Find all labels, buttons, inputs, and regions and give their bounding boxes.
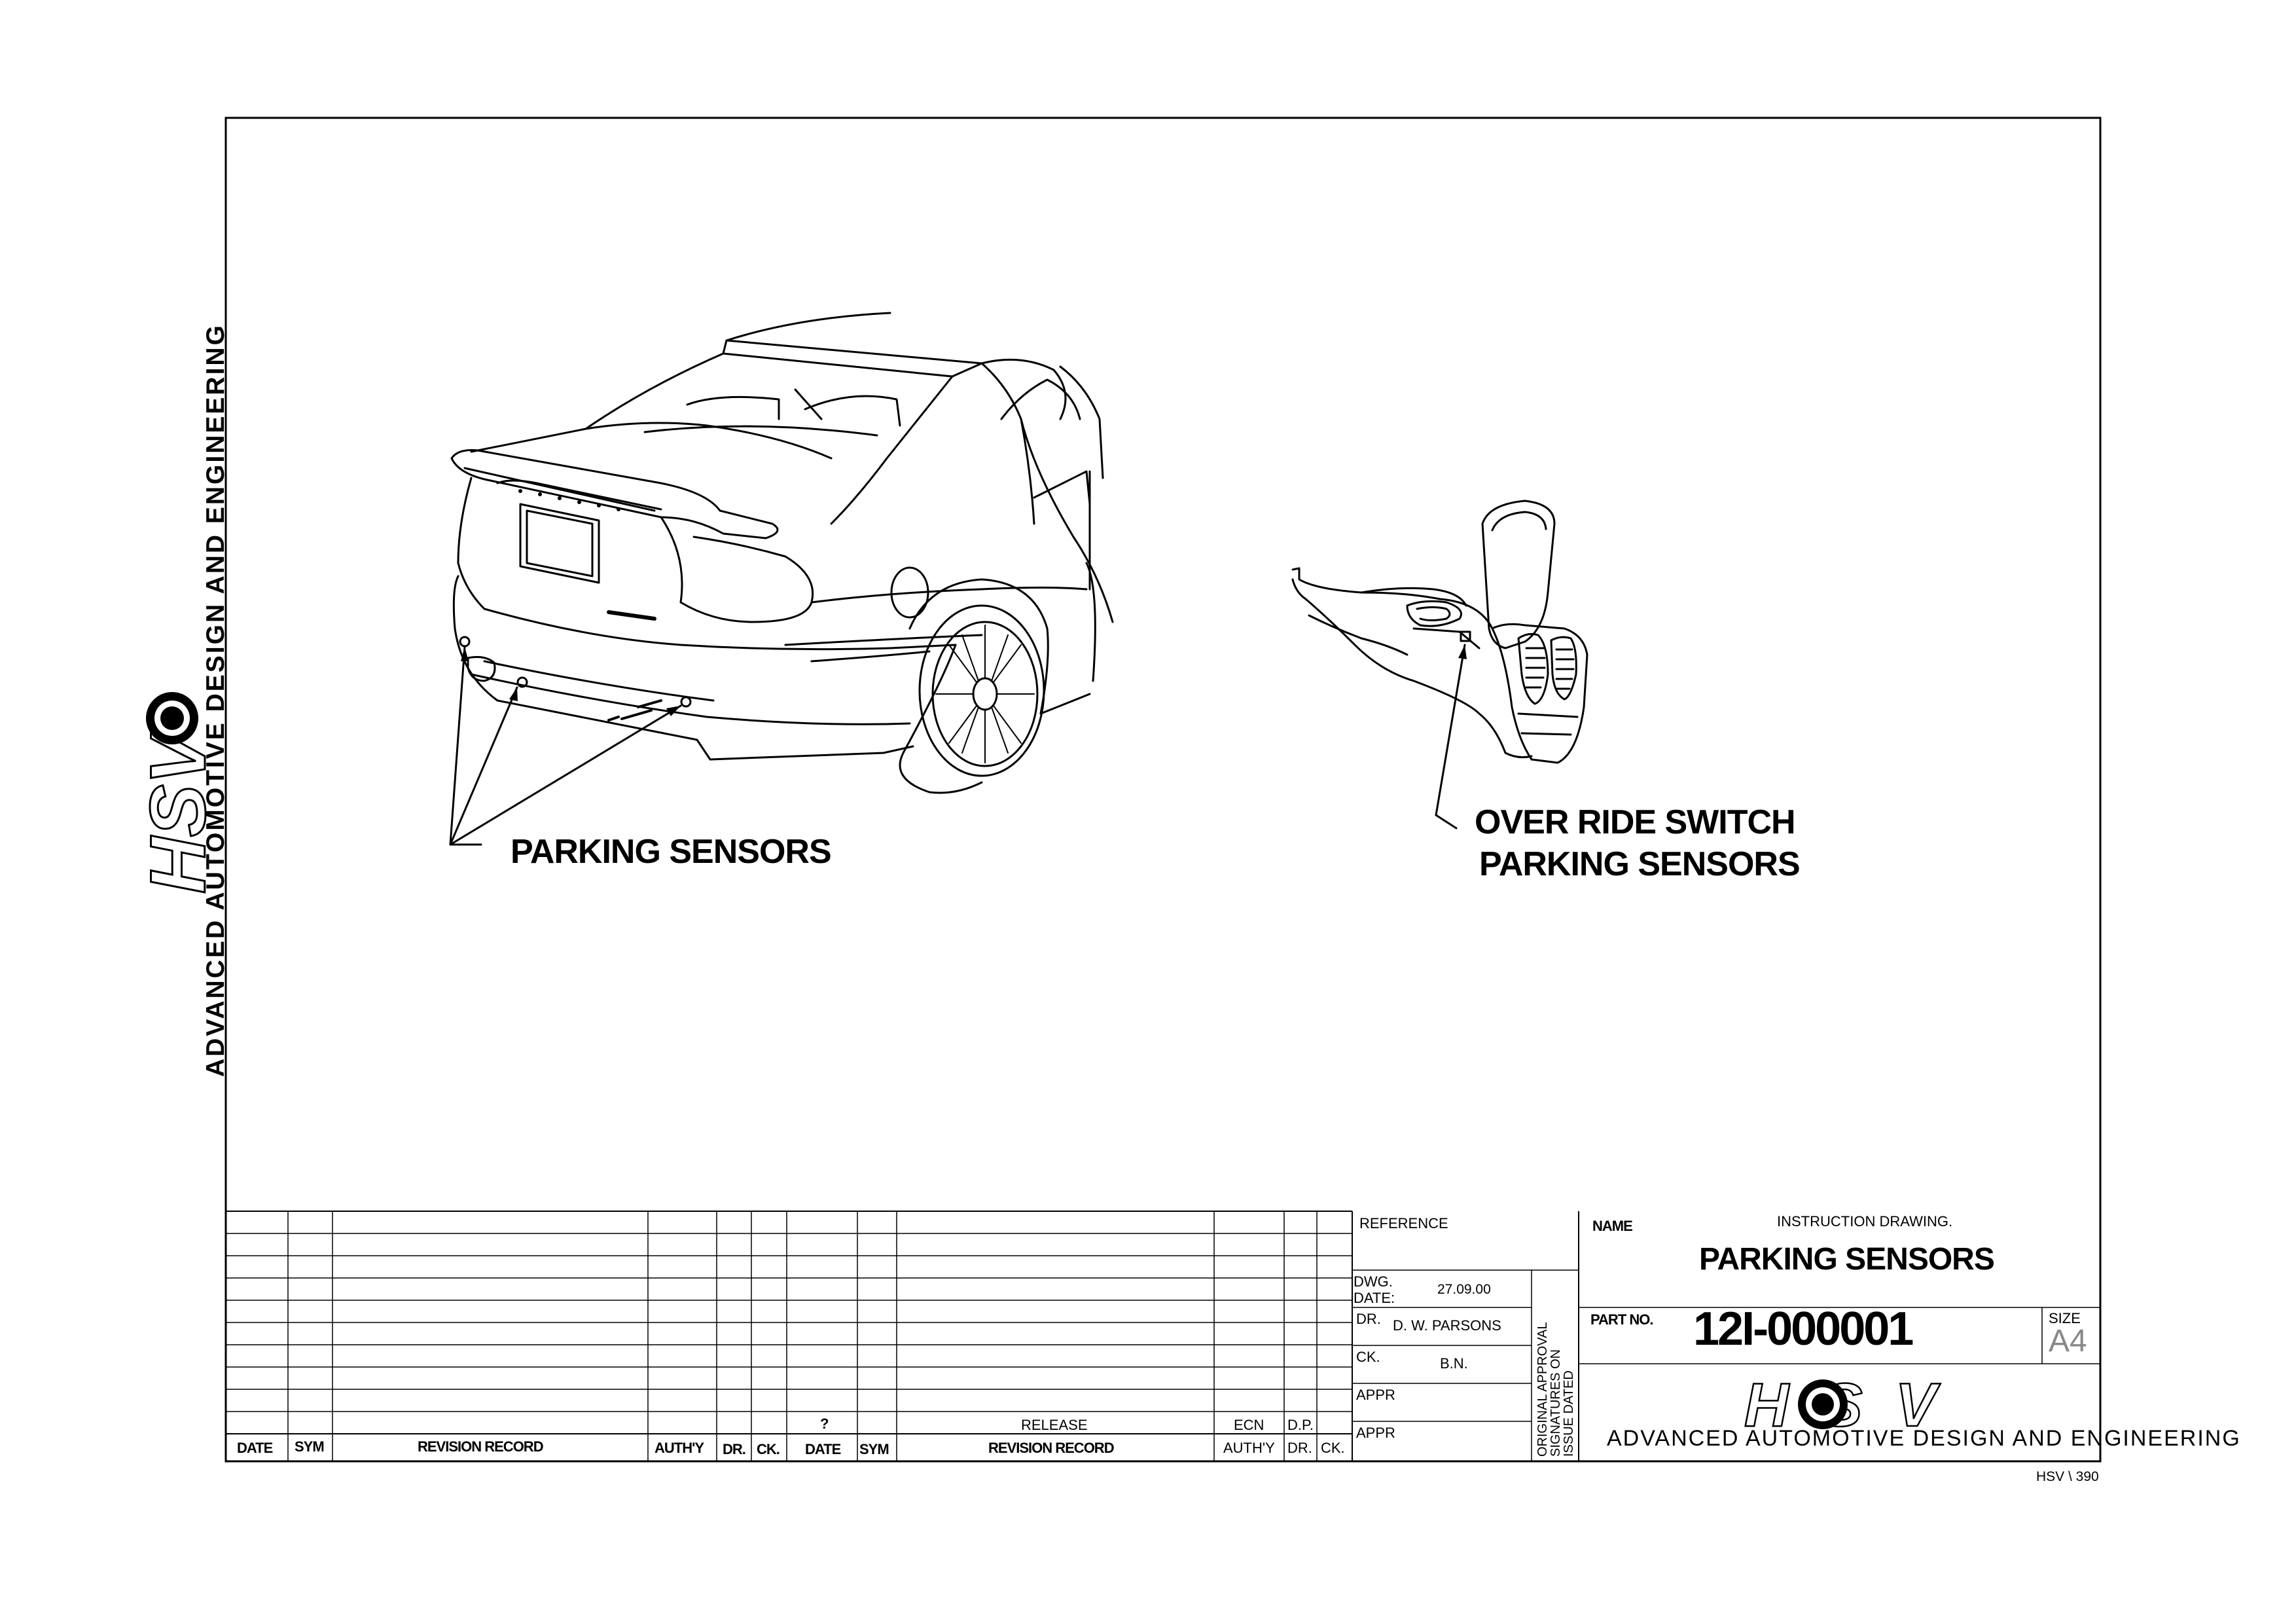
svg-text:ORIGINAL APPROVAL: ORIGINAL APPROVAL [1535, 1322, 1550, 1457]
rev-header-ck: CK. [757, 1441, 780, 1457]
side-logo-emblem [146, 692, 198, 744]
appr-label-1: APPR [1356, 1387, 1395, 1403]
rev-header-dr-2: DR. [1287, 1440, 1312, 1456]
title-block-logo: HSV [1744, 1370, 1937, 1440]
trunk-badge-dots [518, 489, 620, 511]
svg-text:ISSUE DATED: ISSUE DATED [1562, 1370, 1576, 1457]
side-banner-company: ADVANCED AUTOMOTIVE DESIGN AND ENGINEERI… [202, 323, 230, 1077]
svg-text:SIGNATURES ON: SIGNATURES ON [1549, 1349, 1563, 1457]
rev-question-mark: ? [820, 1415, 829, 1432]
approval-vertical-note: ORIGINAL APPROVAL SIGNATURES ON ISSUE DA… [1535, 1322, 1576, 1457]
ck-label: CK. [1356, 1349, 1380, 1365]
name-label: NAME [1592, 1218, 1633, 1234]
side-logo-text: HSV [134, 726, 222, 894]
title-block-company: ADVANCED AUTOMOTIVE DESIGN AND ENGINEERI… [1607, 1426, 2241, 1451]
reference-label: REFERENCE [1359, 1215, 1448, 1231]
part-no-label: PART NO. [1590, 1311, 1653, 1328]
rev-header-dr: DR. [723, 1441, 746, 1457]
rev-header-authy-2: AUTH'Y [1223, 1440, 1275, 1456]
override-switch [1460, 630, 1471, 642]
ck-value: B.N. [1440, 1355, 1468, 1372]
callout-override-parking-sensors: PARKING SENSORS [1479, 845, 1801, 883]
drawing-title: PARKING SENSORS [1699, 1242, 1995, 1277]
parking-sensor-leaders [449, 646, 682, 846]
rev-header-date: DATE [237, 1440, 273, 1456]
sheet-reference: HSV \ 390 [2036, 1469, 2099, 1484]
rev-header-date-2: DATE [805, 1441, 841, 1457]
rev-header-revision-record-2: REVISION RECORD [988, 1440, 1115, 1456]
drawing-border [224, 117, 2102, 1463]
override-switch-leader [1435, 644, 1466, 830]
car-rear-illustration [450, 312, 1114, 794]
sensor-arrowheads [461, 647, 681, 716]
side-banner: ADVANCED AUTOMOTIVE DESIGN AND ENGINEERI… [202, 323, 230, 1077]
drawing-type: INSTRUCTION DRAWING. [1777, 1213, 1953, 1230]
title-block-grid [1579, 1307, 2100, 1364]
rev-header-sym-2: SYM [859, 1441, 889, 1457]
side-logo: HSV [134, 725, 223, 895]
size-label: SIZE [2049, 1310, 2081, 1326]
approval-block-grid [1352, 1211, 1579, 1461]
rev-header-sym: SYM [295, 1438, 325, 1455]
dwg-date-label: DATE: [1354, 1290, 1395, 1306]
callout-override-switch: OVER RIDE SWITCH [1475, 803, 1796, 841]
rev-ecn: ECN [1234, 1417, 1265, 1433]
dwg-label: DWG. [1354, 1273, 1393, 1290]
size-value: A4 [2049, 1324, 2087, 1359]
rev-release: RELEASE [1021, 1417, 1088, 1433]
dr-value: D. W. PARSONS [1393, 1317, 1501, 1334]
revision-table-grid [226, 1211, 1353, 1461]
console-illustration [1291, 500, 1588, 764]
override-switch-arrowhead [1458, 645, 1467, 659]
dr-label: DR. [1356, 1311, 1381, 1327]
rev-header-revision-record: REVISION RECORD [418, 1438, 544, 1455]
part-number: 12I-000001 [1693, 1303, 1914, 1355]
appr-label-2: APPR [1356, 1425, 1395, 1441]
rev-dp: D.P. [1287, 1417, 1314, 1433]
dwg-date-value: 27.09.00 [1437, 1282, 1491, 1297]
callout-parking-sensors: PARKING SENSORS [511, 833, 832, 871]
rev-header-authy: AUTH'Y [655, 1440, 704, 1456]
rev-header-ck-2: CK. [1321, 1440, 1345, 1456]
